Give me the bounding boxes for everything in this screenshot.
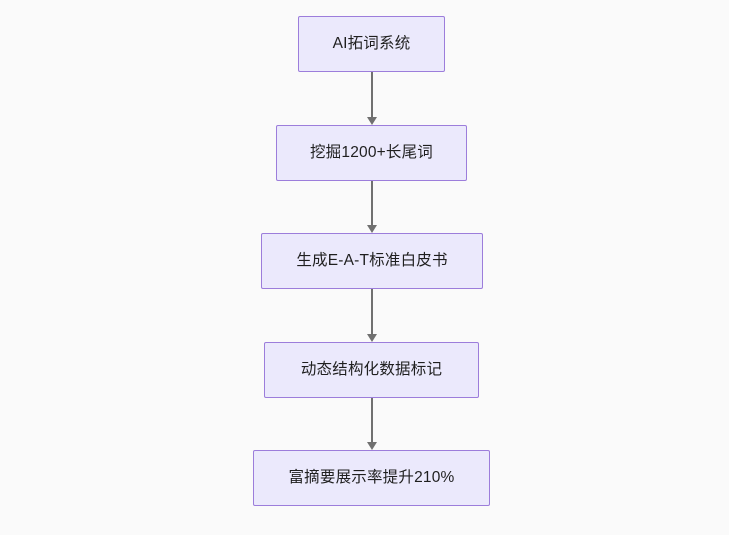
flowchart-node-label: 动态结构化数据标记 (300, 361, 443, 379)
flowchart-node-rich-snippet-rate[interactable]: 富摘要展示率提升210% (253, 450, 490, 506)
flowchart-edge-arrow-down (365, 181, 379, 233)
flowchart-node-longtail-keywords[interactable]: 挖掘1200+长尾词 (276, 125, 467, 181)
flowchart-node-label: 挖掘1200+长尾词 (309, 144, 434, 162)
flowchart-edge-arrow-down (365, 289, 379, 342)
flowchart-node-label: 生成E-A-T标准白皮书 (296, 252, 448, 270)
flowchart-edge-arrow-down (365, 398, 379, 450)
flowchart-node-structured-data-markup[interactable]: 动态结构化数据标记 (264, 342, 479, 398)
flowchart-edge-arrow-down (365, 72, 379, 125)
flowchart-node-label: AI拓词系统 (332, 35, 411, 53)
flowchart-node-ai-keyword-system[interactable]: AI拓词系统 (298, 16, 445, 72)
flowchart-node-eat-whitepaper[interactable]: 生成E-A-T标准白皮书 (261, 233, 483, 289)
flowchart-node-label: 富摘要展示率提升210% (288, 469, 455, 487)
